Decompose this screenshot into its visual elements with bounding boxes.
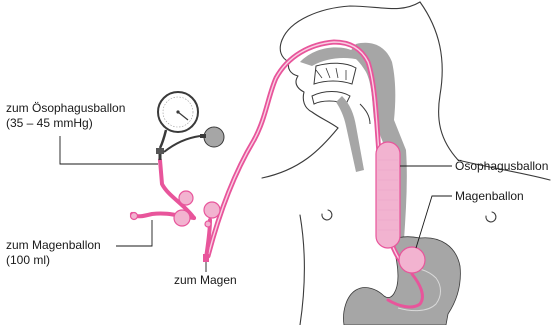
stomach: [344, 237, 461, 325]
esophageal-balloon: [376, 142, 400, 248]
chest-outline: [300, 215, 305, 325]
label-esophagus-port: zum Ösophagusballon (35 – 45 mmHg): [6, 101, 125, 131]
bulb-right: [204, 202, 220, 218]
manometer-branch: [160, 160, 194, 218]
neck-outline: [420, 2, 458, 160]
left-nipple: [322, 210, 332, 220]
head-outline: [282, 2, 420, 40]
trachea: [336, 96, 364, 172]
nasal-cavity: [300, 47, 360, 104]
label-esophagus-port-line1: zum Ösophagusballon: [6, 101, 125, 116]
label-esophagus-port-line2: (35 – 45 mmHg): [6, 116, 125, 131]
right-nipple: [486, 212, 496, 222]
stomach-port: [203, 254, 209, 262]
label-gastric-port-line1: zum Magenballon: [6, 238, 101, 253]
tube-bulbs: [131, 191, 221, 227]
leader-gastric-port: [116, 220, 152, 246]
bulb-left: [131, 213, 138, 220]
bulb-upper: [179, 191, 193, 205]
bulb-middle: [174, 210, 190, 226]
label-esophageal-balloon: Ösophagusballon: [455, 159, 548, 174]
label-gastric-balloon: Magenballon: [455, 189, 524, 204]
gastric-balloon: [399, 247, 425, 273]
squeeze-bulb: [204, 127, 224, 147]
manometer: [156, 92, 224, 160]
bulb-junction: [205, 221, 211, 227]
label-to-stomach: zum Magen: [174, 273, 237, 288]
label-gastric-port-line2: (100 ml): [6, 253, 101, 268]
leader-esophagus-port: [60, 136, 158, 164]
label-gastric-port: zum Magenballon (100 ml): [6, 238, 101, 268]
neck-front: [262, 128, 338, 178]
